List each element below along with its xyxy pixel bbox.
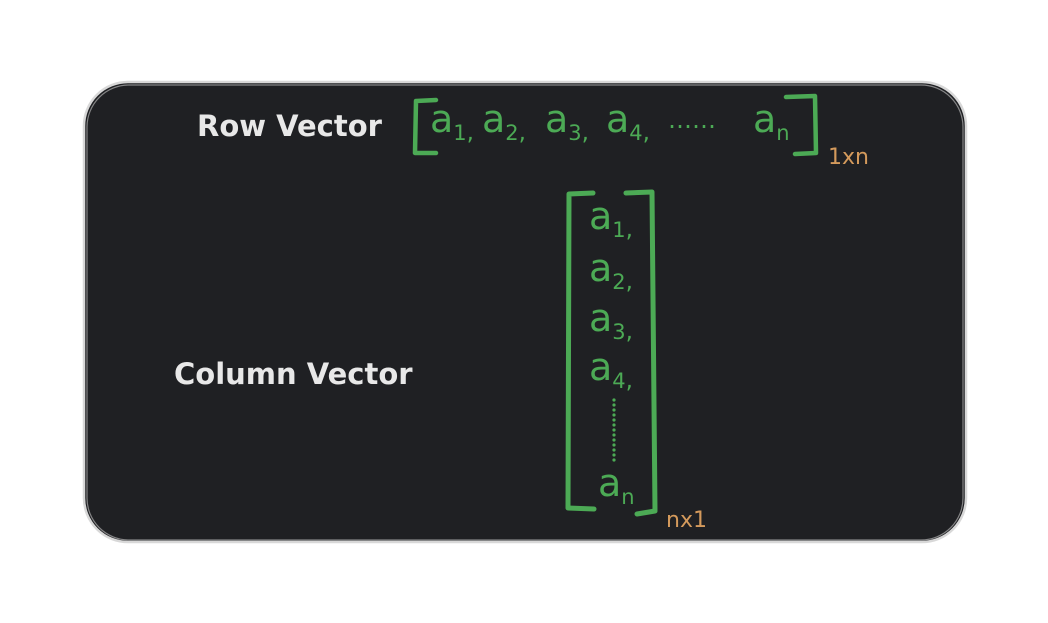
ellipsis-dot: [612, 423, 616, 427]
column-right-bracket: [623, 189, 658, 517]
row-element-3-base: a: [545, 97, 568, 141]
row-element-4-base: a: [606, 97, 629, 141]
row-right-bracket: [783, 93, 819, 157]
ellipsis-dot: [612, 398, 616, 402]
column-element-3-subscript: 3: [612, 320, 625, 344]
column-element-5-base: a: [598, 461, 621, 505]
column-element-4-base: a: [589, 345, 612, 389]
row-element-3: a3,: [545, 97, 589, 146]
row-element-5: an: [753, 97, 790, 145]
column-vertical-ellipsis: [612, 398, 616, 462]
column-element-4-subscript: 4: [612, 369, 625, 393]
column-element-1-subscript: 1: [612, 218, 625, 242]
ellipsis-dot: [612, 443, 616, 447]
column-element-5: an: [598, 461, 635, 509]
dark-panel: [82, 80, 968, 544]
row-element-1: a1,: [430, 97, 474, 146]
column-left-bracket: [565, 190, 597, 512]
column-element-2-subscript: 2: [612, 270, 625, 294]
column-element-3-base: a: [589, 296, 612, 340]
row-element-2-base: a: [482, 97, 505, 141]
row-element-5-base: a: [753, 97, 776, 141]
column-element-2-base: a: [589, 246, 612, 290]
ellipsis-dot: [612, 408, 616, 412]
row-element-3-separator: ,: [582, 120, 589, 146]
row-vector-elements: a1,a2,a3,a4,an: [430, 97, 790, 146]
row-element-1-separator: ,: [467, 120, 474, 146]
row-left-bracket: [412, 97, 439, 156]
column-element-4-separator: ,: [626, 368, 633, 394]
column-dimension-label: nx1: [666, 508, 707, 533]
row-element-1-base: a: [430, 97, 453, 141]
row-element-4: a4,: [606, 97, 650, 146]
column-element-1-base: a: [589, 194, 612, 238]
row-element-2-subscript: 2: [505, 121, 518, 145]
row-ellipsis: ……: [668, 106, 716, 134]
ellipsis-dot: [612, 438, 616, 442]
column-element-4: a4,: [589, 345, 633, 394]
row-element-3-subscript: 3: [568, 121, 581, 145]
row-element-4-subscript: 4: [629, 121, 642, 145]
row-element-4-separator: ,: [643, 120, 650, 146]
column-element-2: a2,: [589, 246, 633, 295]
column-element-3-separator: ,: [626, 319, 633, 345]
ellipsis-dot: [612, 403, 616, 407]
ellipsis-dot: [612, 453, 616, 457]
column-element-1-separator: ,: [626, 217, 633, 243]
row-element-1-subscript: 1: [453, 121, 466, 145]
ellipsis-dot: [612, 428, 616, 432]
ellipsis-dot: [612, 433, 616, 437]
row-element-5-subscript: n: [776, 121, 789, 145]
column-vector-label: Column Vector: [174, 357, 413, 391]
column-element-1: a1,: [589, 194, 633, 243]
row-vector-label: Row Vector: [197, 109, 383, 143]
column-element-2-separator: ,: [626, 269, 633, 295]
row-element-2: a2,: [482, 97, 526, 146]
ellipsis-dot: [612, 418, 616, 422]
column-element-3: a3,: [589, 296, 633, 345]
ellipsis-dot: [612, 448, 616, 452]
ellipsis-dot: [612, 458, 616, 462]
row-dimension-label: 1xn: [828, 145, 869, 170]
row-element-2-separator: ,: [519, 120, 526, 146]
panel-sketch-edge: [86, 84, 964, 541]
column-element-5-subscript: n: [621, 485, 634, 509]
column-vector-elements: a1,a2,a3,a4,an: [589, 194, 635, 509]
ellipsis-dot: [612, 413, 616, 417]
